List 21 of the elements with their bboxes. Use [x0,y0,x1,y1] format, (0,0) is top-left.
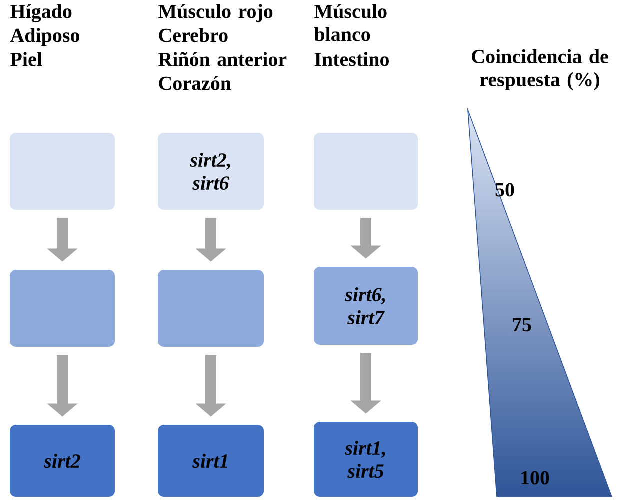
scale-value: 100 [522,471,550,485]
gene-box: sirt6, sirt7 [314,267,418,345]
tissue-label: Corazón [159,76,232,90]
tissue-label: Adiposo [10,28,80,46]
tissue-label: Músculo rojo [158,4,273,22]
tissue-label: Músculo blanco [314,4,387,42]
empty-box [314,132,418,210]
empty-box [10,132,115,210]
gene-box: sirt2, sirt6 [158,132,264,210]
empty-box [158,270,264,347]
tissue-label: Intestino [314,52,389,66]
tissue-label: Riñón anterior [158,52,287,66]
gene-box: sirt1 [158,424,264,497]
tissue-label: Cerebro [159,28,228,42]
gene-box: sirt1, sirt5 [314,422,418,497]
scale-value: 75 [513,318,532,332]
empty-box [10,270,115,347]
gene-box: sirt2 [10,424,115,497]
tissue-label: Hígado [10,4,72,22]
tissue-label: Piel [10,52,42,66]
scale-heading: Coincidencia de respuesta (%) [472,49,608,91]
